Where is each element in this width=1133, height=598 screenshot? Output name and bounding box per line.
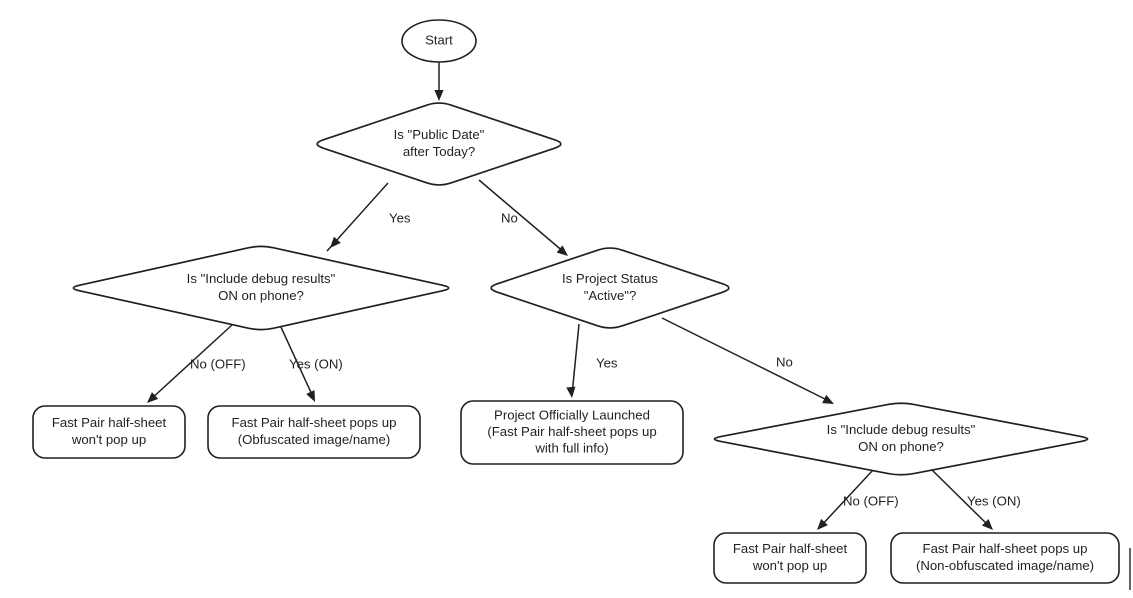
edge-start-to-public-date (434, 62, 444, 101)
node-label-line: "Active"? (584, 288, 637, 303)
edge-line (279, 324, 315, 400)
node-label-line: Fast Pair half-sheet (52, 415, 167, 430)
arrow-head-icon (817, 518, 828, 530)
node-project-launched-result[interactable]: Project Officially Launched (Fast Pair ha… (460, 400, 684, 465)
node-label-line: won't pop up (71, 432, 146, 447)
diamond-shape (72, 245, 450, 331)
arrow-head-icon (434, 90, 444, 101)
node-label-line: Project Officially Launched (494, 407, 650, 422)
edge-debug-right-yes-on: Yes (ON) (931, 469, 1021, 530)
ellipse-shape (401, 19, 477, 63)
node-label-line: (Non-obfuscated image/name) (916, 558, 1094, 573)
node-label-line: ON on phone? (858, 439, 944, 454)
node-label-line: Fast Pair half-sheet pops up (232, 415, 397, 430)
node-label-line: with full info) (534, 441, 608, 456)
edge-label: Yes (389, 210, 411, 225)
nodes-layer: Start Is "Public Date" after Today? Is "Inc… (32, 19, 1120, 584)
arrow-head-icon (306, 390, 315, 402)
diamond-shape (713, 402, 1089, 476)
node-label-line: ON on phone? (218, 288, 304, 303)
edge-project-status-yes: Yes (566, 323, 618, 398)
edge-label: No (OFF) (190, 356, 246, 371)
node-debug-results-left-check[interactable]: Is "Include debug results" ON on phone? (72, 245, 450, 331)
edge-public-date-yes: Yes (326, 182, 411, 252)
arrow-head-icon (822, 394, 834, 404)
arrow-head-icon (556, 245, 568, 256)
edge-debug-right-no-off: No (OFF) (817, 469, 899, 530)
node-label-line: after Today? (403, 144, 475, 159)
edge-line (149, 324, 233, 401)
edge-label: Yes (ON) (967, 493, 1021, 508)
node-project-status-check[interactable]: Is Project Status "Active"? (490, 247, 730, 329)
node-left-no-off-result[interactable]: Fast Pair half-sheet won't pop up (32, 405, 186, 459)
edge-debug-left-no-off: No (OFF) (147, 324, 246, 403)
node-label-line: Is "Include debug results" (827, 422, 976, 437)
rounded-rect-shape (207, 405, 421, 459)
rounded-rect-shape (890, 532, 1120, 584)
edge-public-date-no: No (478, 179, 568, 256)
arrow-head-icon (147, 392, 159, 403)
edge-label: No (501, 210, 518, 225)
edge-label: Yes (ON) (289, 356, 343, 371)
diamond-shape (490, 247, 730, 329)
node-label-line: Is "Public Date" (394, 127, 485, 142)
node-right-no-off-result[interactable]: Fast Pair half-sheet won't pop up (713, 532, 867, 584)
node-label-line: Is "Include debug results" (187, 271, 336, 286)
node-public-date-check[interactable]: Is "Public Date" after Today? (316, 102, 562, 186)
edge-label: No (776, 354, 793, 369)
node-label-line: Fast Pair half-sheet pops up (923, 541, 1088, 556)
rounded-rect-shape (713, 532, 867, 584)
node-label-line: won't pop up (752, 558, 827, 573)
edge-label: No (OFF) (843, 493, 899, 508)
edge-line (661, 317, 832, 403)
node-left-yes-on-result[interactable]: Fast Pair half-sheet pops up (Obfuscated … (207, 405, 421, 459)
node-debug-results-right-check[interactable]: Is "Include debug results" ON on phone? (713, 402, 1089, 476)
arrow-head-icon (981, 518, 993, 530)
diamond-shape (316, 102, 562, 186)
node-label-line: Is Project Status (562, 271, 658, 286)
edge-line (478, 179, 566, 254)
arrow-head-icon (566, 386, 576, 398)
edge-debug-left-yes-on: Yes (ON) (279, 324, 343, 402)
node-label-line: (Fast Pair half-sheet pops up (487, 424, 656, 439)
node-start[interactable]: Start (401, 19, 477, 63)
node-label-line: Fast Pair half-sheet (733, 541, 848, 556)
arrow-head-icon (330, 236, 341, 248)
edge-label: Yes (596, 355, 618, 370)
node-label-line: (Obfuscated image/name) (238, 432, 390, 447)
edge-project-status-no: No (661, 317, 834, 404)
edge-line (931, 469, 991, 528)
edge-line (571, 323, 580, 396)
rounded-rect-shape (32, 405, 186, 459)
rounded-rect-shape (460, 400, 684, 465)
node-right-yes-on-result[interactable]: Fast Pair half-sheet pops up (Non-obfusca… (890, 532, 1120, 584)
edge-line (819, 469, 874, 528)
node-label-line: Start (425, 32, 453, 47)
